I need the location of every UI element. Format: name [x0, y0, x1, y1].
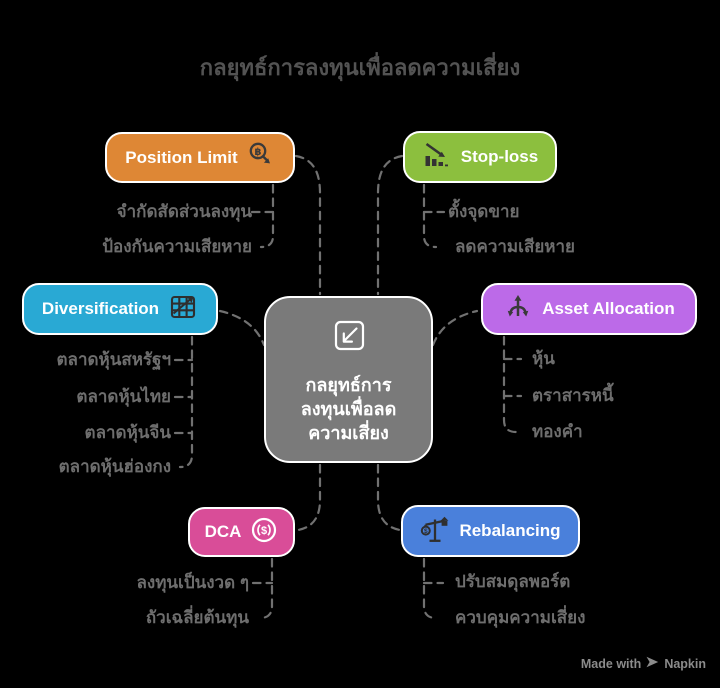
central-node[interactable]: กลยุทธ์การ ลงทุนเพื่อลด ความเสี่ยง: [264, 296, 433, 463]
balance-scale-icon: $: [420, 514, 450, 549]
node-stop-loss-label: Stop-loss: [460, 147, 539, 166]
item-position-limit-2[interactable]: ป้องกันความเสียหาย: [102, 237, 252, 256]
connector-center-diversification: [218, 309, 266, 347]
page-title[interactable]: กลยุทธ์การลงทุนเพื่อลดความเสี่ยง: [199, 55, 521, 80]
node-dca[interactable]: DCA $: [188, 507, 295, 557]
svg-text:฿: ฿: [254, 147, 261, 158]
made-with-napkin-link[interactable]: Made with Napkin: [581, 656, 706, 671]
node-rebalancing-label: Rebalancing: [459, 521, 561, 540]
node-stop-loss[interactable]: Stop-loss: [403, 131, 557, 183]
central-node-label-line2: ลงทุนเพื่อลด: [300, 399, 397, 419]
connector-center-rebalancing: [376, 463, 402, 532]
expand-arrow-icon: [326, 314, 372, 367]
item-asset-allocation-3[interactable]: ทองคำ: [532, 422, 583, 441]
node-diversification-label: Diversification: [41, 299, 160, 318]
connector-center-asset-allocation: [431, 309, 479, 347]
item-diversification-3[interactable]: ตลาดหุ้นจีน: [84, 423, 171, 442]
connector-asset-allocation-items: [502, 335, 518, 434]
item-rebalancing-1[interactable]: ปรับสมดุลพอร์ต: [455, 572, 571, 591]
central-node-label-line3: ความเสี่ยง: [308, 422, 389, 443]
item-asset-allocation-2[interactable]: ตราสารหนี้: [532, 386, 614, 405]
svg-text:$: $: [424, 528, 428, 535]
connector-dca-items: [258, 557, 274, 620]
napkin-logo-icon: [646, 656, 659, 671]
connector-diversification-items: [178, 335, 194, 469]
item-diversification-4[interactable]: ตลาดหุ้นฮ่องกง: [58, 457, 171, 476]
node-position-limit-label: Position Limit: [125, 147, 238, 167]
connector-center-dca: [296, 463, 322, 532]
connector-rebalancing-items: [422, 557, 438, 620]
node-rebalancing[interactable]: $ Rebalancing: [401, 505, 580, 557]
central-node-label-line1: กลยุทธ์การ: [305, 375, 392, 396]
item-dca-2[interactable]: ถัวเฉลี่ยต้นทุน: [145, 608, 249, 627]
napkin-brand-label: Napkin: [664, 656, 706, 671]
grid-trend-icon: [168, 292, 198, 327]
item-asset-allocation-1[interactable]: หุ้น: [532, 349, 555, 368]
svg-text:$: $: [261, 525, 267, 537]
coin-arrow-icon: ฿: [247, 141, 275, 174]
node-dca-label: DCA: [204, 522, 242, 541]
item-diversification-2[interactable]: ตลาดหุ้นไทย: [76, 387, 171, 406]
item-dca-1[interactable]: ลงทุนเป็นงวด ๆ: [136, 573, 249, 592]
connector-center-position-limit: [294, 154, 322, 296]
item-diversification-1[interactable]: ตลาดหุ้นสหรัฐฯ: [56, 350, 171, 369]
node-asset-allocation[interactable]: Asset Allocation: [481, 283, 697, 335]
connector-position-limit-items: [259, 183, 275, 249]
item-stop-loss-2[interactable]: ลดความเสียหาย: [455, 237, 575, 256]
split-arrows-icon: [503, 292, 533, 327]
node-position-limit[interactable]: Position Limit ฿: [105, 132, 295, 183]
dollar-coin-icon: $: [250, 516, 278, 549]
connector-center-stop-loss: [376, 154, 404, 296]
node-asset-allocation-label: Asset Allocation: [542, 299, 675, 318]
declining-bars-icon: [422, 140, 452, 175]
item-rebalancing-2[interactable]: ควบคุมความเสี่ยง: [455, 608, 586, 627]
made-with-label: Made with: [580, 656, 642, 671]
connector-stop-loss-items: [422, 183, 438, 249]
item-position-limit-1[interactable]: จำกัดสัดส่วนลงทุน: [116, 202, 252, 221]
item-stop-loss-1[interactable]: ตั้งจุดขาย: [448, 202, 520, 221]
node-diversification[interactable]: Diversification: [22, 283, 218, 335]
